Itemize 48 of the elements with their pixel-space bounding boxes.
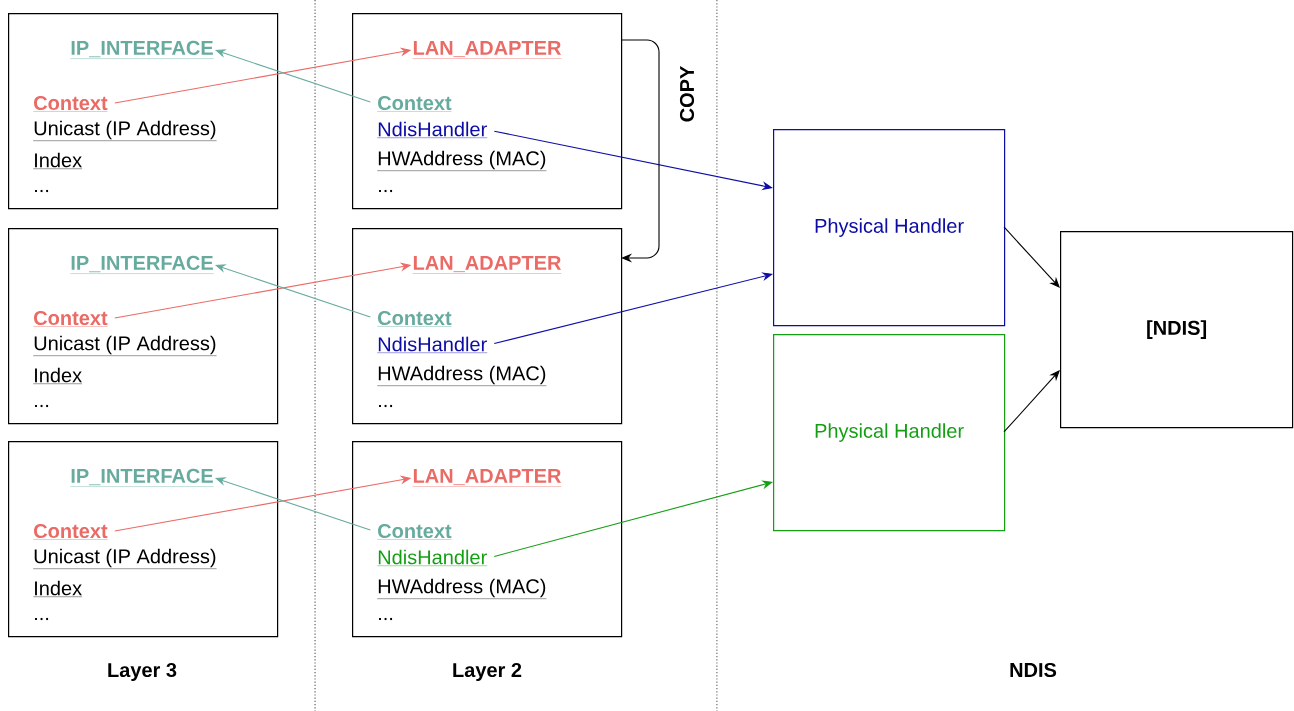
heading: LAN_ADAPTER: [412, 255, 562, 274]
arrow: [1003, 226, 1060, 288]
ellipsis: ...: [35, 189, 49, 193]
field-name: Unicast (IP Address): [33, 548, 217, 569]
handler-box: Physical Handler: [773, 334, 1006, 532]
column-label: Layer 2: [453, 662, 522, 682]
arrow: [493, 480, 773, 557]
field-name: Context: [33, 95, 108, 112]
field-name: NdisHandler: [377, 121, 488, 138]
struct-box: [352, 441, 623, 638]
field-name: Unicast (IP Address): [33, 120, 217, 141]
field-name: Context: [377, 523, 452, 540]
handler-box: Physical Handler: [773, 129, 1006, 327]
ellipsis: ...: [35, 617, 49, 621]
field-name: HWAddress (MAC): [377, 578, 547, 599]
ellipsis: ...: [379, 617, 393, 621]
heading: LAN_ADAPTER: [412, 40, 562, 59]
field-name: HWAddress (MAC): [377, 365, 547, 386]
struct-box: [352, 228, 623, 425]
field-name: NdisHandler: [377, 549, 488, 566]
heading: IP_INTERFACE: [70, 255, 214, 274]
heading: LAN_ADAPTER: [412, 468, 562, 487]
column-label: NDIS: [1010, 662, 1057, 678]
arrow: [620, 39, 660, 263]
field-name: Index: [33, 580, 83, 597]
heading: IP_INTERFACE: [70, 468, 214, 487]
field-name: Unicast (IP Address): [33, 335, 217, 356]
field-name: Context: [377, 310, 452, 327]
ellipsis: ...: [35, 404, 49, 408]
column-label: Layer 3: [108, 662, 177, 682]
ellipsis: ...: [379, 189, 393, 193]
arrow: [1003, 370, 1060, 433]
field-name: HWAddress (MAC): [377, 150, 547, 171]
edge-label: COPY: [679, 66, 695, 122]
field-name: Context: [33, 310, 108, 327]
field-name: Context: [33, 523, 108, 540]
struct-box: [352, 13, 623, 210]
field-name: Context: [377, 95, 452, 112]
struct-box: [8, 441, 279, 638]
field-name: NdisHandler: [377, 336, 488, 353]
field-name: Index: [33, 152, 83, 169]
struct-box: [8, 228, 279, 425]
arrow: [493, 272, 773, 345]
ellipsis: ...: [379, 404, 393, 408]
field-name: Index: [33, 367, 83, 384]
struct-box: [8, 13, 279, 210]
ndis-box: [NDIS]: [1060, 231, 1294, 429]
heading: IP_INTERFACE: [70, 40, 214, 59]
